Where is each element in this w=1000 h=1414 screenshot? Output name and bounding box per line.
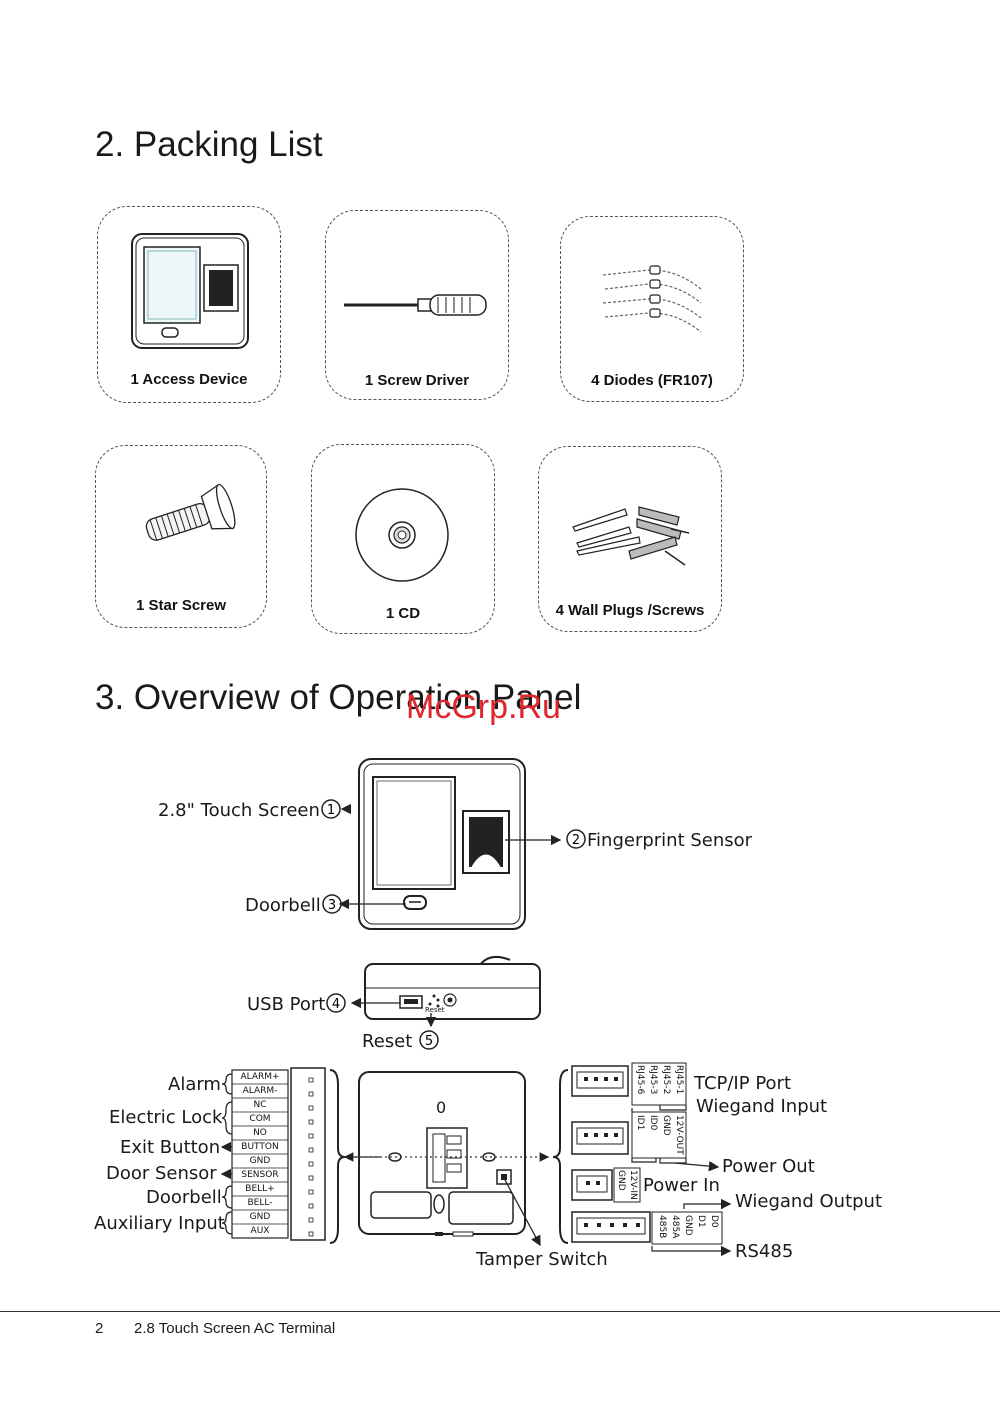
device-front-drawing [358,758,526,930]
packing-item-label: 4 Wall Plugs /Screws [555,602,705,619]
overview-title: 3. Overview of Operation Panel [95,678,582,717]
conn-power-label: GND [616,1170,626,1191]
svg-text:4: 4 [332,997,340,1012]
group-power-out: Power Out [722,1156,815,1177]
device-bottom-drawing [364,955,541,1020]
marker-4-icon: 4 [326,993,347,1013]
conn-power-label: 12V-IN [628,1170,638,1200]
group-electric-lock: Electric Lock [109,1107,223,1128]
marker-2-icon: 2 [566,829,586,849]
diodes-icon [602,265,702,333]
terminal-label: COM [249,1114,271,1124]
terminal-label: ALARM- [242,1086,278,1096]
group-exit-button: Exit Button [120,1137,221,1158]
terminal-label: ALARM+ [240,1072,280,1082]
device-back-drawing [358,1071,526,1237]
group-aux-input: Auxiliary Input [94,1213,225,1234]
packing-item-screw-driver: 1 Screw Driver [325,210,509,400]
group-rs485: RS485 [735,1241,794,1262]
page-number: 2 [95,1320,104,1337]
callout-reset: Reset 5 [362,1029,440,1052]
conn-wiegand-label: 12V-OUT [674,1115,684,1155]
packing-item-label: 1 Screw Driver [364,372,470,389]
terminal-label: BUTTON [241,1142,279,1152]
terminal-label: AUX [250,1226,270,1236]
footer-rule [0,1311,1000,1312]
conn-rs485-label: D1 [696,1215,706,1228]
footer-title: 2.8 Touch Screen AC Terminal [134,1320,336,1337]
group-power-in: Power In [643,1175,720,1196]
reset-tiny-label: Reset [425,1006,445,1014]
conn-rs485-label: 485A [670,1215,680,1239]
packing-item-diodes: 4 Diodes (FR107) [560,216,744,402]
terminal-label: SENSOR [241,1170,279,1180]
marker-3-icon: 3 [322,894,342,914]
packing-item-star-screw: 1 Star Screw [95,445,267,628]
packing-item-wall-plugs: 4 Wall Plugs /Screws [538,446,722,632]
conn-tcp-label: RJ45-3 [648,1065,658,1095]
packing-item-label: 1 CD [385,605,421,622]
group-alarm: Alarm [168,1074,221,1095]
cd-icon [355,488,449,582]
terminal-label: BELL- [247,1198,273,1208]
terminal-label: NO [253,1128,267,1138]
svg-text:1: 1 [327,803,335,818]
star-screw-icon [145,483,236,541]
conn-rs485-label: 485B [657,1215,667,1239]
screw-driver-icon [344,294,487,316]
access-device-icon [131,233,249,349]
group-tcpip-port: TCP/IP Port [694,1073,791,1094]
packing-item-label: 4 Diodes (FR107) [591,372,713,389]
watermark: McGrp.Ru [406,688,561,726]
conn-rs485-label: D0 [709,1215,719,1228]
svg-text:3: 3 [328,898,336,913]
terminal-label: GND [249,1212,271,1222]
group-doorbell: Doorbell [146,1187,222,1208]
packing-item-cd: 1 CD [311,444,495,634]
group-wiegand-input: Wiegand Input [696,1096,828,1117]
conn-wiegand-label: ID0 [648,1115,658,1131]
svg-text:2: 2 [572,833,580,848]
group-door-sensor: Door Sensor [106,1163,217,1184]
wall-plugs-icon [572,506,690,566]
callout-tamper-switch: Tamper Switch [476,1249,608,1270]
conn-tcp-label: RJ45-2 [661,1065,671,1095]
packing-list-title: 2. Packing List [95,125,323,164]
packing-item-label: 1 Star Screw [135,597,227,614]
back-panel-digit: 0 [436,1098,447,1117]
marker-5-icon: 5 [419,1030,439,1050]
terminal-label: NC [253,1100,267,1110]
conn-tcp-label: RJ45-6 [635,1065,645,1095]
svg-text:5: 5 [425,1034,433,1049]
conn-rs485-label: GND [683,1215,693,1236]
terminal-label: BELL+ [245,1184,275,1194]
conn-wiegand-label: ID1 [635,1115,645,1131]
terminal-label: GND [249,1156,271,1166]
packing-item-label: 1 Access Device [130,371,248,388]
packing-item-access-device: 1 Access Device [97,206,281,403]
conn-wiegand-label: GND [661,1115,671,1136]
conn-tcp-label: RJ45-1 [674,1065,684,1095]
group-wiegand-output: Wiegand Output [735,1191,883,1212]
marker-1-icon: 1 [321,799,341,819]
wiring-lines [220,803,732,1257]
